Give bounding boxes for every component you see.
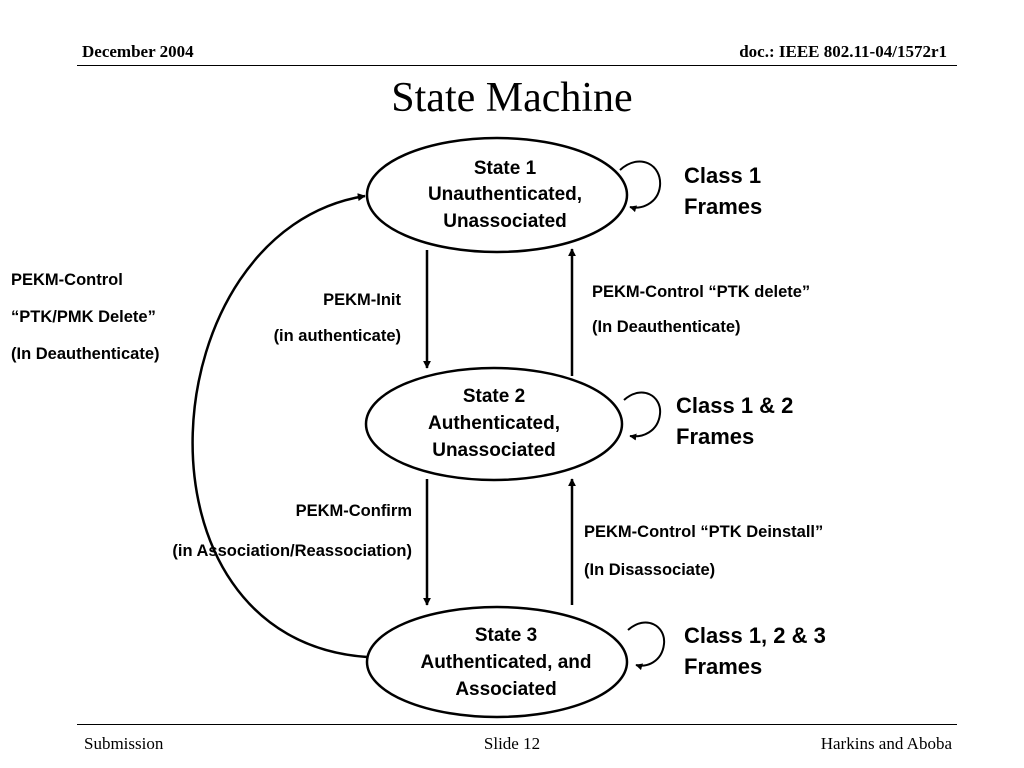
class-frames-1-line-1: Class 1 bbox=[684, 163, 761, 188]
state-1-line-1: State 1 bbox=[474, 158, 537, 179]
header-date: December 2004 bbox=[82, 42, 194, 61]
label-s3-to-s2-line-1: PEKM-Control “PTK Deinstall” bbox=[584, 523, 823, 541]
state-3-line-2: Authenticated, and bbox=[420, 652, 591, 673]
footer-divider bbox=[77, 724, 957, 725]
state-2-node: State 2 Authenticated, Unassociated bbox=[364, 366, 624, 482]
label-s1-to-s2-line-2: (in authenticate) bbox=[274, 327, 401, 345]
self-loop-state-3 bbox=[627, 621, 666, 671]
self-loop-state-1 bbox=[619, 160, 662, 213]
label-s3-to-s1-line-1: PEKM-Control bbox=[11, 271, 123, 289]
header-divider bbox=[77, 65, 957, 66]
class-frames-3-line-1: Class 1, 2 & 3 bbox=[684, 623, 826, 648]
class-frames-2-line-2: Frames bbox=[676, 424, 754, 449]
footer-authors: Harkins and Aboba bbox=[820, 734, 952, 753]
label-s2-to-s3-line-1: PEKM-Confirm bbox=[296, 502, 412, 520]
class-frames-2-line-1: Class 1 & 2 bbox=[676, 393, 793, 418]
state-2-line-3: Unassociated bbox=[432, 440, 556, 461]
state-2-line-2: Authenticated, bbox=[428, 413, 560, 434]
label-s3-to-s1-line-2: “PTK/PMK Delete” bbox=[11, 308, 156, 326]
state-2-line-1: State 2 bbox=[463, 386, 525, 407]
state-1-node: State 1 Unauthenticated, Unassociated bbox=[365, 136, 629, 254]
label-s2-to-s1-line-1: PEKM-Control “PTK delete” bbox=[592, 283, 810, 301]
state-1-line-3: Unassociated bbox=[443, 211, 567, 232]
footer-slide-number: Slide 12 bbox=[483, 734, 541, 753]
page-title: State Machine bbox=[391, 75, 633, 121]
label-s1-to-s2-line-1: PEKM-Init bbox=[323, 291, 401, 309]
state-3-line-3: Associated bbox=[455, 679, 556, 700]
state-1-line-2: Unauthenticated, bbox=[428, 184, 582, 205]
arrow-s3-to-s1 bbox=[191, 193, 368, 659]
state-3-node: State 3 Authenticated, and Associated bbox=[365, 605, 629, 719]
class-frames-1-line-2: Frames bbox=[684, 194, 762, 219]
label-s2-to-s3-line-2: (in Association/Reassociation) bbox=[172, 542, 412, 560]
footer-submission: Submission bbox=[84, 734, 164, 753]
state-3-line-1: State 3 bbox=[475, 625, 537, 646]
label-s3-to-s2-line-2: (In Disassociate) bbox=[584, 561, 715, 579]
class-frames-3-line-2: Frames bbox=[684, 654, 762, 679]
self-loop-state-2 bbox=[623, 391, 662, 441]
label-s3-to-s1-line-3: (In Deauthenticate) bbox=[11, 345, 160, 363]
header-doc-id: doc.: IEEE 802.11-04/1572r1 bbox=[739, 42, 947, 61]
label-s2-to-s1-line-2: (In Deauthenticate) bbox=[592, 318, 741, 336]
